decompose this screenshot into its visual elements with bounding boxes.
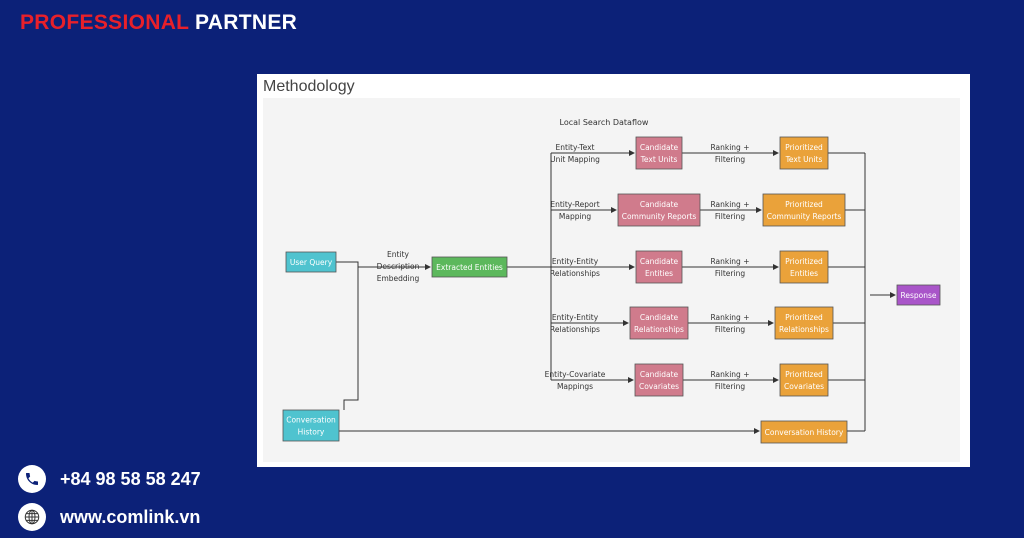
- edge-userquery-merge: [336, 261, 359, 410]
- ranking-labels: Ranking +Filtering Ranking +Filtering Ra…: [710, 143, 749, 391]
- node-box: [629, 306, 689, 340]
- node-label: Response: [900, 291, 936, 300]
- phone-number: +84 98 58 58 247: [60, 468, 201, 489]
- node-box: [779, 136, 829, 170]
- edges: [336, 150, 896, 434]
- node-box: [779, 250, 829, 284]
- diagram-panel: [263, 98, 960, 462]
- node-box: [617, 193, 701, 227]
- node-user-query: User Query: [285, 251, 337, 273]
- node-box: [896, 284, 941, 306]
- contact-phone[interactable]: +84 98 58 58 247: [18, 465, 201, 493]
- node-box: [431, 256, 508, 278]
- node-box: [635, 136, 683, 170]
- node-box: [285, 251, 337, 273]
- svg-text:Ranking +Filtering: Ranking +Filtering: [710, 313, 749, 334]
- node-extracted-entities: Extracted Entities: [431, 256, 508, 278]
- svg-text:Ranking +Filtering: Ranking +Filtering: [710, 143, 749, 164]
- brand-headline: PROFESSIONAL PARTNER: [20, 11, 297, 35]
- node-box: [774, 306, 834, 340]
- node-box: [634, 363, 684, 397]
- brand-part1: PROFESSIONAL: [20, 11, 189, 34]
- card-title: Methodology: [263, 78, 355, 95]
- diagram-title: Local Search Dataflow: [560, 118, 649, 127]
- brand-part2: PARTNER: [195, 11, 298, 34]
- svg-text:Ranking +Filtering: Ranking +Filtering: [710, 200, 749, 221]
- node-label: User Query: [290, 258, 333, 267]
- contact-website[interactable]: www.comlink.vn: [18, 503, 200, 531]
- globe-icon: [18, 503, 46, 531]
- node-label: Conversation History: [765, 428, 844, 437]
- node-box: [762, 193, 846, 227]
- svg-text:Ranking +Filtering: Ranking +Filtering: [710, 257, 749, 278]
- node-conversation-history-out: Conversation History: [760, 420, 848, 444]
- node-box: [282, 409, 340, 442]
- node-box: [779, 363, 829, 397]
- svg-text:Ranking +Filtering: Ranking +Filtering: [710, 370, 749, 391]
- right-bus: [828, 152, 866, 432]
- phone-icon: [18, 465, 46, 493]
- node-response: Response: [896, 284, 941, 306]
- website-link: www.comlink.vn: [60, 506, 201, 527]
- node-box: [635, 250, 683, 284]
- node-box: [760, 420, 848, 444]
- node-label: Extracted Entities: [436, 263, 503, 272]
- methodology-card: Methodology: [257, 74, 970, 467]
